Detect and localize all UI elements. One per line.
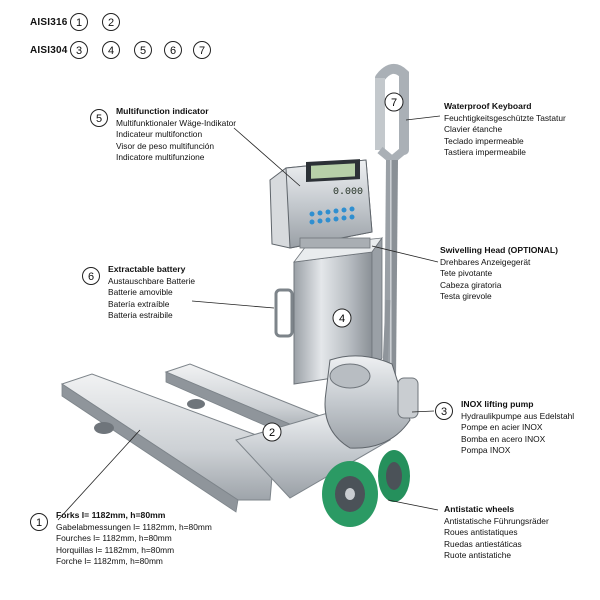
leader-lines (57, 115, 441, 521)
forks-block: Forks l= 1182mm, h=80mm Gabelabmessungen… (56, 510, 212, 568)
battery-line-it: Batteria estraibile (108, 310, 173, 321)
multifunction-line-it: Indicatore multifunzione (116, 152, 205, 163)
legend-aisi316-label: AISI316 (30, 17, 68, 28)
legend-aisi304-number-4: 4 (102, 41, 120, 59)
tiller-handle (375, 63, 409, 391)
keyboard-line-de: Feuchtigkeitsgeschützte Tastatur (444, 112, 566, 123)
swivelling-line-es: Cabeza giratoria (440, 279, 502, 290)
antistatic-wheels-block: Antistatic wheels Antistatische Führungs… (444, 504, 549, 562)
pump-number: 3 (435, 402, 453, 420)
battery-title: Extractable battery (108, 264, 186, 274)
callout-2-number: 2 (269, 427, 275, 439)
forks-line-it: Forche l= 1182mm, h=80mm (56, 556, 163, 567)
legend-aisi304-label: AISI304 (30, 45, 68, 56)
forks-line-fr: Fourches l= 1182mm, h=80mm (56, 533, 172, 544)
keyboard-line-es: Teclado impermeable (444, 135, 524, 146)
callout-7-number: 7 (391, 97, 397, 109)
legend-aisi304-number-5: 5 (134, 41, 152, 59)
battery-line-es: Batería extraíble (108, 298, 170, 309)
multifunction-line-de: Multifunktionaler Wäge-Indikator (116, 117, 237, 128)
multifunction-indicator-block: Multifunction indicator Multifunktionale… (116, 106, 236, 164)
forks-line-es: Horquillas l= 1182mm, h=80mm (56, 544, 175, 555)
callout-4-circle (332, 308, 352, 328)
extractable-battery-block: Extractable battery Austauschbare Batter… (108, 264, 195, 322)
callout-2-circle (262, 422, 282, 442)
inox-lifting-pump-block: INOX lifting pump Hydraulikpumpe aus Ede… (461, 399, 574, 457)
legend-aisi316-number-2: 2 (102, 13, 120, 31)
wheels-title: Antistatic wheels (444, 504, 515, 514)
legend-aisi304-number-6: 6 (164, 41, 182, 59)
callout-7-circle (384, 92, 404, 112)
pump-line-de: Hydraulikpumpe aus Edelstahl (461, 410, 575, 421)
keyboard-line-it: Tastiera impermeabile (444, 147, 526, 158)
forks-number: 1 (30, 513, 48, 531)
lifting-pump (324, 355, 419, 449)
pump-line-fr: Pompe en acier INOX (461, 422, 543, 433)
swivelling-line-de: Drehbares Anzeigegerät (440, 256, 531, 267)
wheels-line-de: Antistatische Führungsräder (444, 515, 549, 526)
battery-line-fr: Batterie amovible (108, 287, 173, 298)
swivelling-title: Swivelling Head (OPTIONAL) (440, 245, 558, 255)
wheels-line-es: Ruedas antiestáticas (444, 538, 522, 549)
battery-line-de: Austauschbare Batterie (108, 275, 196, 286)
legend-aisi304-number-7: 7 (193, 41, 211, 59)
wheels-line-fr: Roues antistatiques (444, 527, 518, 538)
pump-line-it: Pompa INOX (461, 445, 511, 456)
multifunction-line-fr: Indicateur multifonction (116, 129, 203, 140)
forks-title: Forks l= 1182mm, h=80mm (56, 510, 166, 520)
indicator-head (269, 159, 373, 249)
multifunction-title: Multifunction indicator (116, 106, 209, 116)
antistatic-wheels (322, 450, 410, 527)
swivelling-line-fr: Tete pivotante (440, 268, 493, 279)
multifunction-line-es: Visor de peso multifunción (116, 140, 215, 151)
display-readout: 0.000 (333, 187, 363, 198)
legend-aisi316-number-1: 1 (70, 13, 88, 31)
swivelling-head-block: Swivelling Head (OPTIONAL) Drehbares Anz… (440, 245, 558, 303)
keyboard-line-fr: Clavier étanche (444, 124, 503, 135)
pump-line-es: Bomba en acero INOX (461, 433, 546, 444)
waterproof-keyboard-block: Waterproof Keyboard Feuchtigkeitsgeschüt… (444, 101, 566, 159)
legend-aisi304-number-3: 3 (70, 41, 88, 59)
pump-title: INOX lifting pump (461, 399, 534, 409)
battery-number: 6 (82, 267, 100, 285)
callout-4-number: 4 (339, 313, 345, 325)
multifunction-number: 5 (90, 109, 108, 127)
forks-line-de: Gabelabmessungen l= 1182mm, h=80mm (56, 521, 212, 532)
swivelling-line-it: Testa girevole (440, 291, 492, 302)
keyboard-title: Waterproof Keyboard (444, 101, 532, 111)
wheels-line-it: Ruote antistatiche (444, 550, 512, 561)
